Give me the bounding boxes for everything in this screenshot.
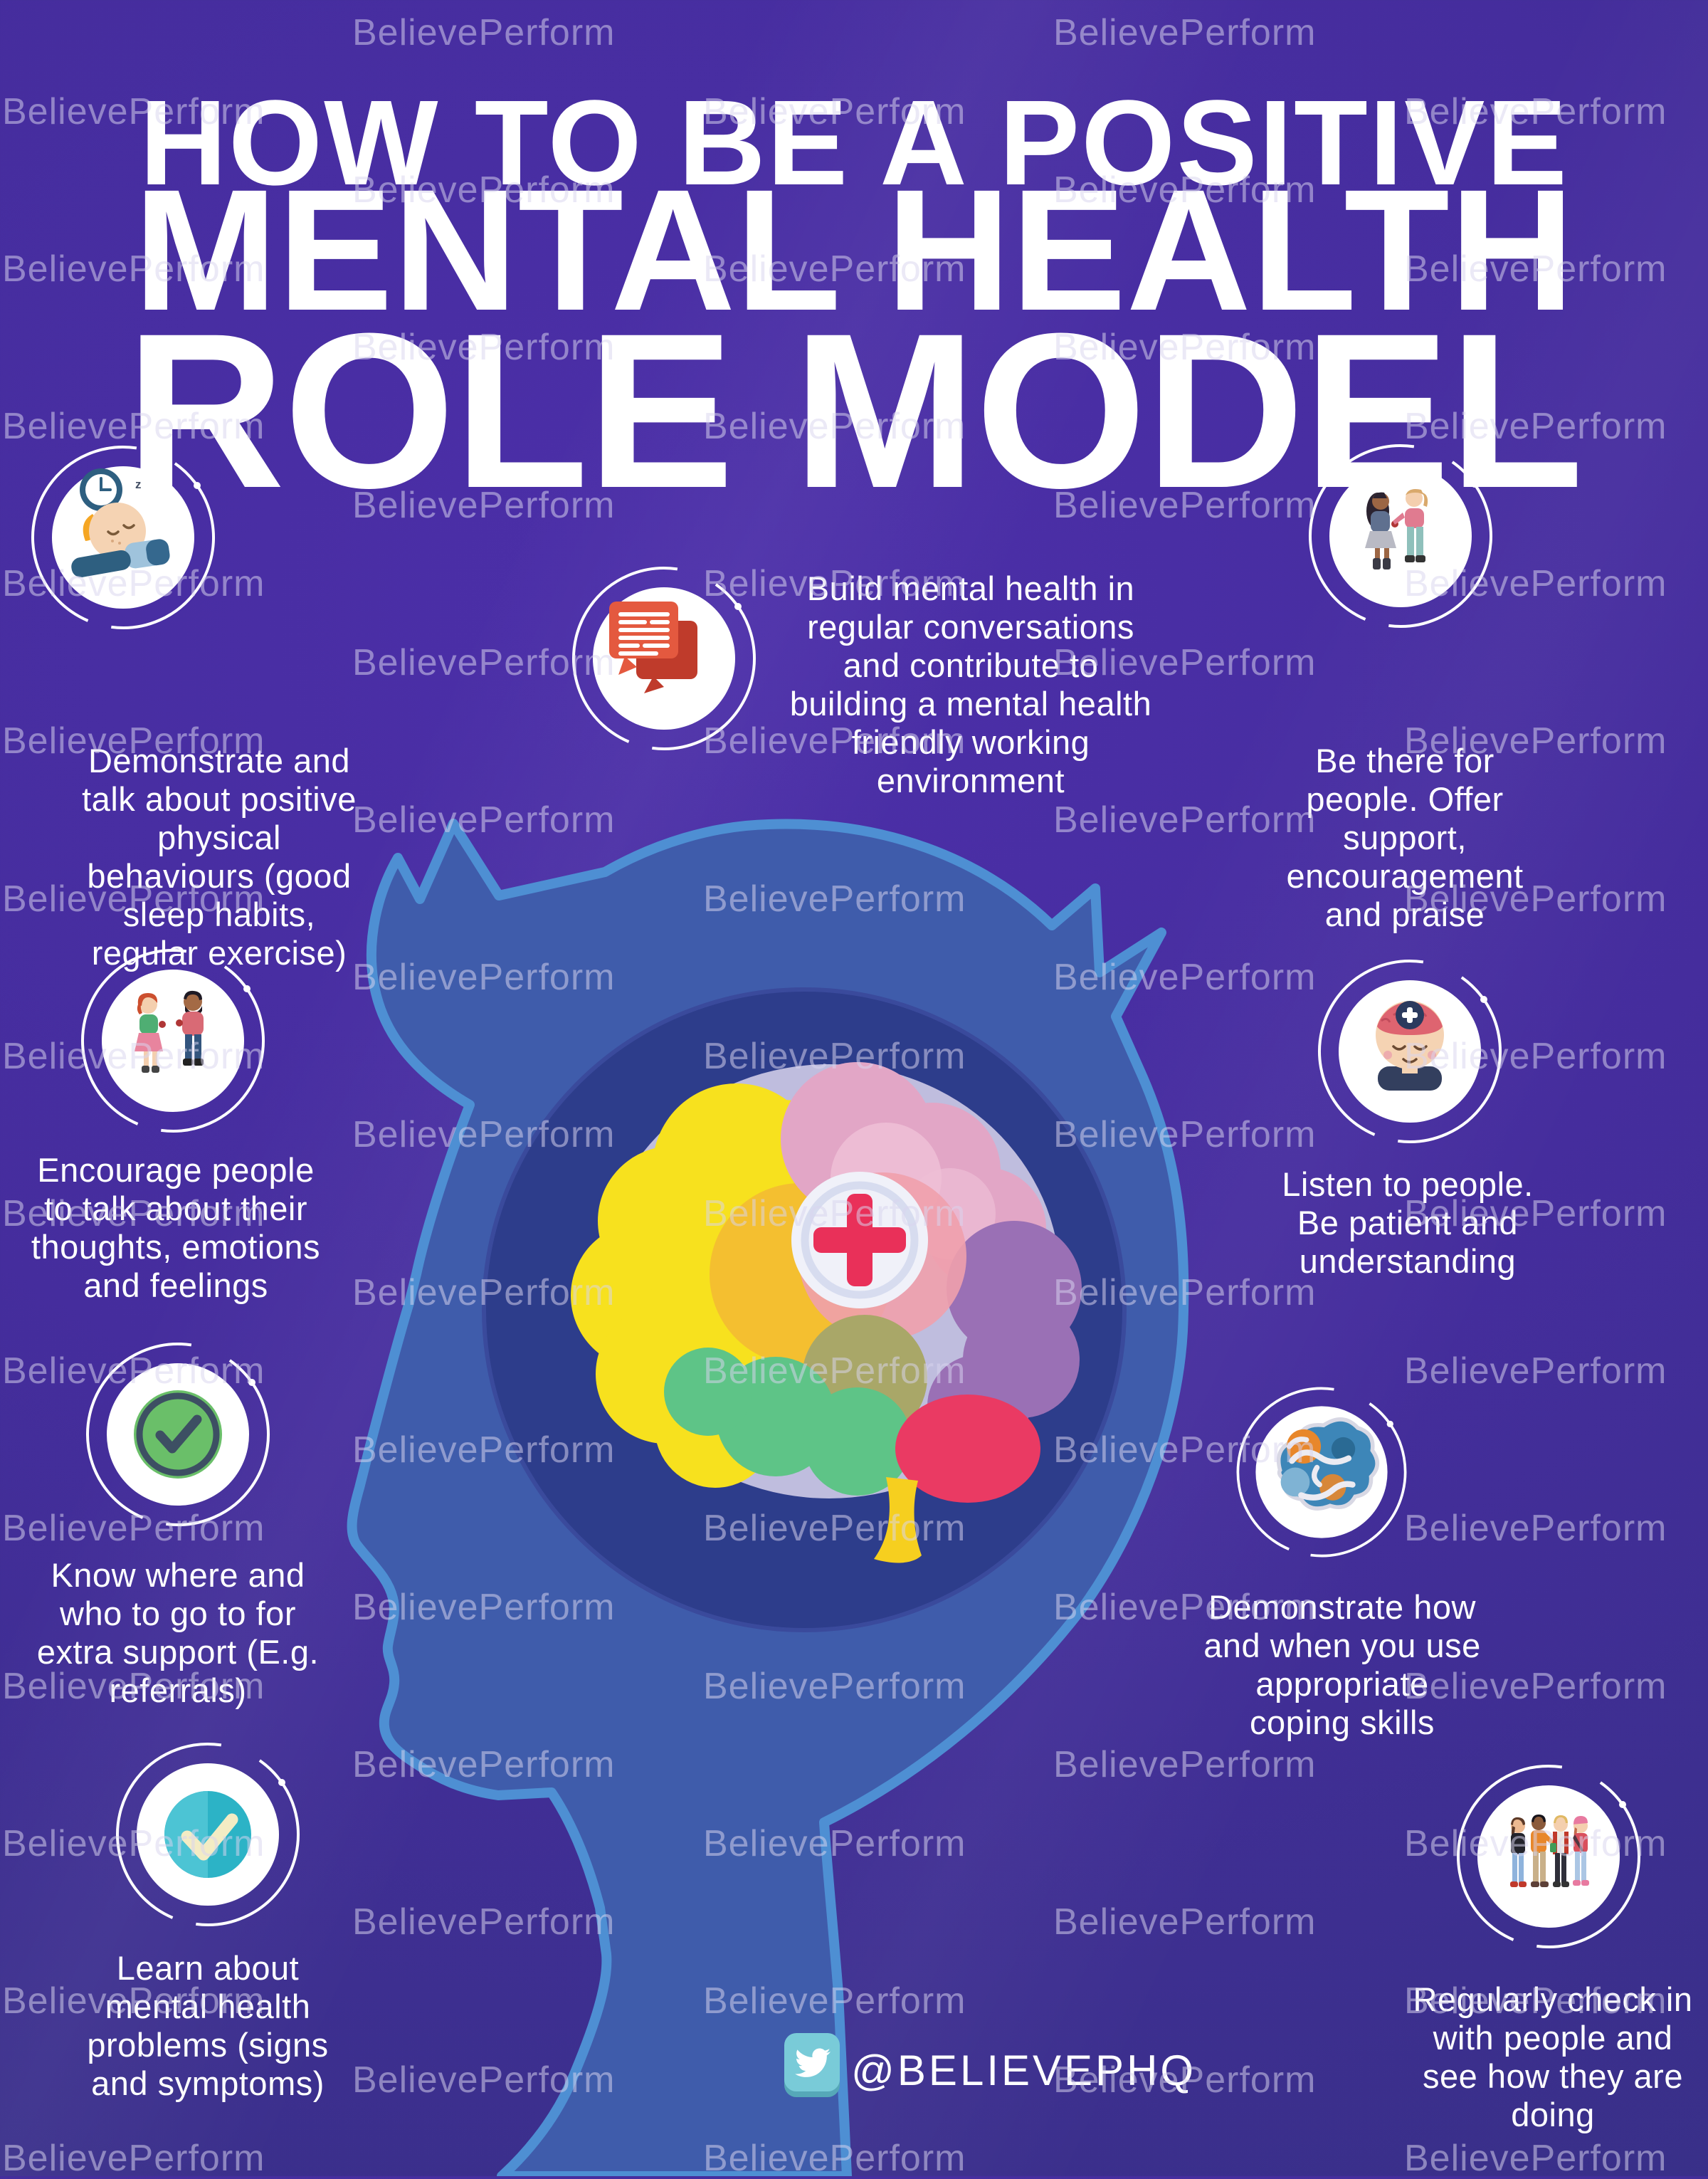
twitter-icon [784, 2033, 840, 2097]
tip-listen-text: Listen to people. Be patient and underst… [1282, 1165, 1534, 1280]
title-line-1: HOW TO BE A POSITIVE [139, 75, 1569, 211]
twitter-badge [783, 2032, 841, 2100]
chat-bubbles-icon [572, 567, 756, 750]
tip-be-there-text: Be there for people. Offer support, enco… [1286, 742, 1524, 933]
tip-listen-icon-group [1314, 955, 1506, 1148]
tip-encourage-icon-group [77, 945, 269, 1137]
tip-conversations-icon-group [568, 562, 760, 755]
group-people-icon [1457, 1765, 1640, 1948]
mindful-head-icon [1318, 960, 1502, 1143]
tip-sleep-text: Demonstrate and talk about positive phys… [82, 742, 357, 972]
tip-be-there-icon-group [1304, 440, 1497, 632]
coping-brain-icon [1236, 1387, 1407, 1558]
tip-encourage-text: Encourage people to talk about their tho… [31, 1151, 321, 1304]
tip-learn-text: Learn about mental health problems (sign… [87, 1949, 329, 2102]
tip-check-in-icon-group [1453, 1760, 1645, 1953]
brain-illustration [571, 1062, 1082, 1563]
tip-referrals-text: Know where and who to go to for extra su… [36, 1556, 320, 1709]
sleeping-person-clock-icon: z z z [31, 446, 215, 629]
teal-check-icon [116, 1743, 300, 1926]
title-line-2: MENTAL HEALTH [133, 154, 1575, 347]
green-check-icon [86, 1343, 270, 1526]
tip-learn-icon-group [112, 1738, 304, 1931]
tip-referrals-icon-group [82, 1338, 274, 1530]
svg-text:z: z [135, 478, 142, 491]
tip-coping-icon-group [1233, 1383, 1411, 1561]
two-friends-icon [1309, 444, 1492, 628]
tip-coping-text: Demonstrate how and when you use appropr… [1203, 1588, 1481, 1741]
svg-text:z: z [144, 467, 152, 482]
tip-conversations-text: Build mental health in regular conversat… [789, 569, 1152, 799]
plus-icon [813, 1194, 906, 1286]
svg-text:z: z [154, 457, 162, 473]
tip-sleep-icon-group: z z z [27, 441, 219, 634]
title-line-3: ROLE MODEL [125, 287, 1584, 534]
tip-check-in-text: Regularly check in with people and see h… [1413, 1980, 1693, 2133]
talking-couple-icon [81, 949, 265, 1133]
twitter-handle: @BELIEVEPHQ [851, 2047, 1197, 2094]
